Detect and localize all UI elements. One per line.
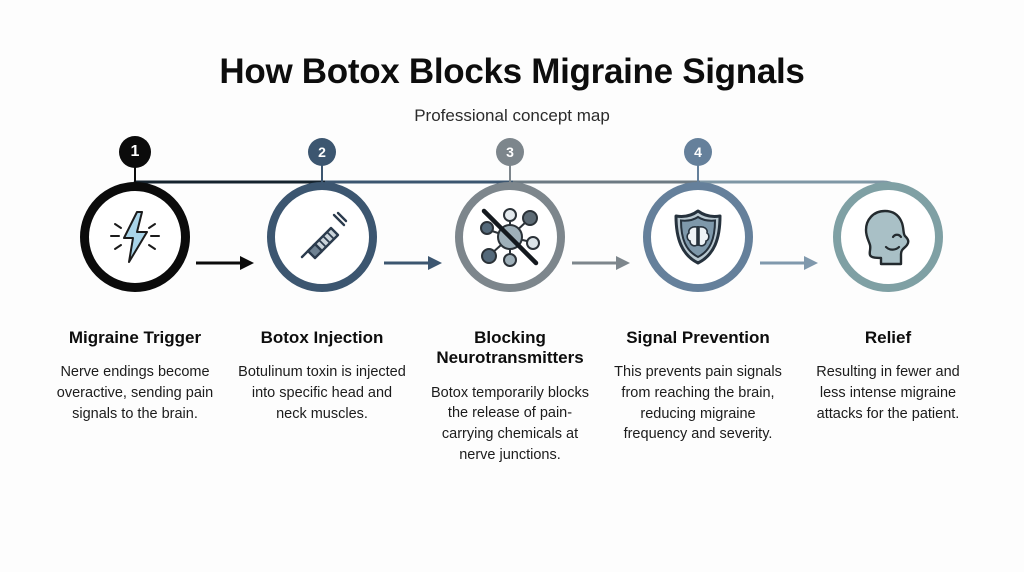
node-2-heading: Botox Injection: [260, 328, 384, 347]
arrow-2-to-3: [384, 252, 444, 274]
blocked-neurotransmitter-icon: [480, 208, 540, 267]
node-1-stem: [134, 164, 136, 184]
node-3-stem: [509, 164, 511, 184]
node-botox-injection[interactable]: 2 Botox Injecti: [222, 138, 422, 424]
node-4-stem: [697, 164, 699, 184]
calm-head-profile-icon: [864, 209, 910, 266]
node-3-description: Botox temporarily blocks the release of …: [431, 384, 589, 463]
lightning-bolt-icon: [110, 211, 160, 263]
node-2-description: Botulinum toxin is injected into specifi…: [238, 364, 406, 422]
node-1-circle-wrap: 1: [35, 136, 235, 322]
node-3-heading: Blocking Neurotransmitters: [436, 328, 584, 368]
node-5-badge: [874, 138, 902, 166]
node-3-badge: 3: [496, 138, 524, 166]
node-blocking-neurotransmitters[interactable]: 3: [410, 138, 610, 465]
node-3-circle: [455, 182, 565, 292]
node-3-circle-wrap: 3: [410, 138, 610, 322]
node-4-circle: [643, 182, 753, 292]
node-5-circle: [833, 182, 943, 292]
page-title: How Botox Blocks Migraine Signals: [219, 52, 805, 91]
arrow-4-to-5: [760, 252, 820, 274]
node-4-badge: 4: [684, 138, 712, 166]
node-2-badge: 2: [308, 138, 336, 166]
node-5-circle-wrap: [788, 182, 988, 322]
arrow-3-to-4: [572, 252, 632, 274]
page-subtitle: Professional concept map: [414, 106, 610, 125]
node-2-circle-wrap: 2: [222, 138, 422, 322]
node-signal-prevention[interactable]: 4 Signal Prevention This prevents pain s…: [598, 138, 798, 445]
node-4-description: This prevents pain signals from reaching…: [614, 364, 782, 443]
node-1-badge: 1: [119, 136, 151, 168]
node-1-circle: [80, 182, 190, 292]
node-migraine-trigger[interactable]: 1 Migraine Trigger Nerve endings become …: [35, 136, 235, 424]
node-2-circle: [267, 182, 377, 292]
syringe-icon: [300, 211, 348, 260]
node-5-description: Resulting in fewer and less intense migr…: [816, 364, 960, 422]
node-4-circle-wrap: 4: [598, 138, 798, 322]
arrow-1-to-2: [196, 252, 256, 274]
node-1-heading: Migraine Trigger: [68, 328, 202, 347]
brain-shield-icon: [674, 209, 722, 265]
node-relief[interactable]: Relief Resulting in fewer and less inten…: [788, 182, 988, 424]
node-4-heading: Signal Prevention: [626, 328, 770, 347]
node-1-description: Nerve endings become overactive, sending…: [56, 364, 214, 422]
node-2-stem: [321, 164, 323, 184]
node-5-heading: Relief: [864, 328, 912, 347]
